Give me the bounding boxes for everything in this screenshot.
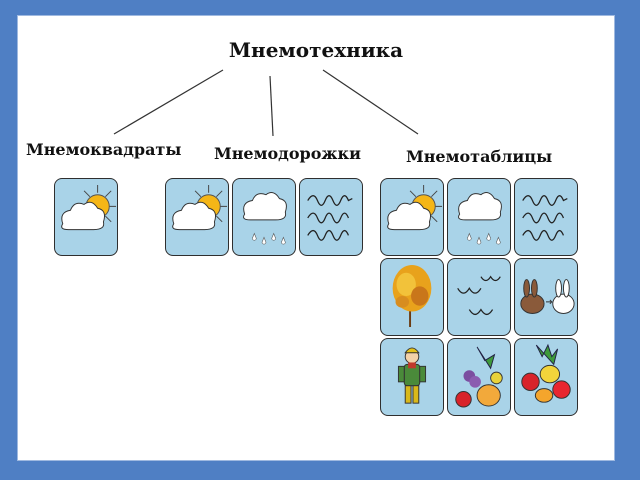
slide: Мнемотехника Мнемоквадраты Мнемодорожки …	[18, 16, 614, 460]
connector-line-squares	[113, 69, 224, 135]
fruits-icon	[455, 346, 503, 408]
mnemotable-card-2-1	[380, 258, 444, 336]
child-in-warm-clothes-icon	[397, 347, 427, 404]
mnemotable-card-2-2	[447, 258, 511, 336]
mnemotrack-card-1	[165, 178, 229, 256]
connector-line-tables	[322, 69, 419, 135]
diagram-title: Мнемотехника	[228, 38, 404, 62]
autumn-tree-icon	[392, 265, 432, 328]
mnemotable-card-3-2	[447, 338, 511, 416]
rain-cloud-icon	[458, 192, 502, 245]
flying-birds-icon	[457, 275, 501, 316]
mnemosquare-card	[54, 178, 118, 256]
wind-swirl-icon	[307, 195, 353, 241]
sun-cloud-icon	[387, 185, 443, 231]
mnemotable-card-1-2	[447, 178, 511, 256]
mnemotable-card-3-1	[380, 338, 444, 416]
vegetables-icon	[521, 343, 571, 403]
sun-cloud-icon	[172, 185, 228, 231]
mnemotable-card-3-3	[514, 338, 578, 416]
rain-cloud-icon	[243, 192, 287, 245]
mnemotable-card-1-1	[380, 178, 444, 256]
mnemotrack-card-3	[299, 178, 363, 256]
mnemotable-card-2-3	[514, 258, 578, 336]
hares-icon	[520, 279, 575, 314]
mnemotrack-card-2	[232, 178, 296, 256]
mnemotable-card-1-3	[514, 178, 578, 256]
sun-cloud-icon	[61, 185, 117, 231]
connector-line-tracks	[269, 75, 274, 137]
branch-label-tables: Мнемотаблицы	[406, 147, 553, 166]
connector-lines	[113, 69, 419, 137]
wind-swirl-icon	[522, 195, 568, 241]
branch-label-tracks: Мнемодорожки	[214, 144, 361, 163]
branch-label-squares: Мнемоквадраты	[26, 140, 182, 159]
